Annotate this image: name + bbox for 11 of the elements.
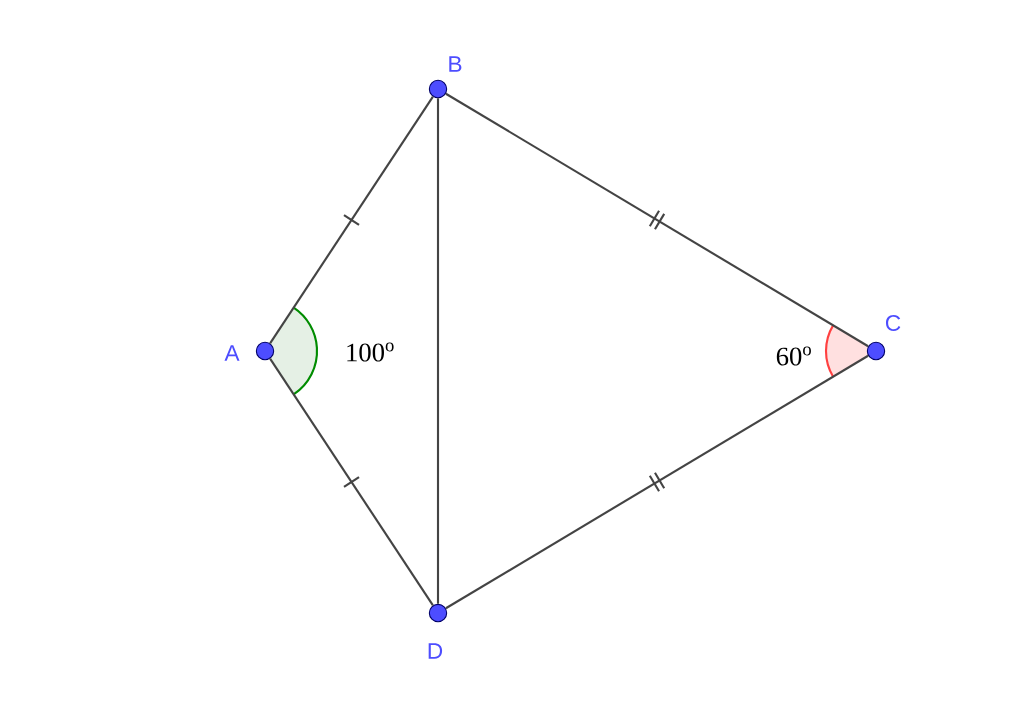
line-segment: [436, 98, 440, 604]
angle-label: 60$^{o}$: [776, 346, 811, 366]
point-label: C: [885, 315, 901, 332]
line-segment: [445, 354, 869, 610]
line-segment: [269, 96, 434, 344]
point-label: B: [449, 56, 462, 72]
line-segment: [269, 358, 434, 606]
point-label: A: [224, 345, 240, 361]
point-label: D: [428, 643, 443, 659]
line-segment: [445, 92, 869, 348]
angle-label: 100$^{o}$: [347, 342, 394, 362]
